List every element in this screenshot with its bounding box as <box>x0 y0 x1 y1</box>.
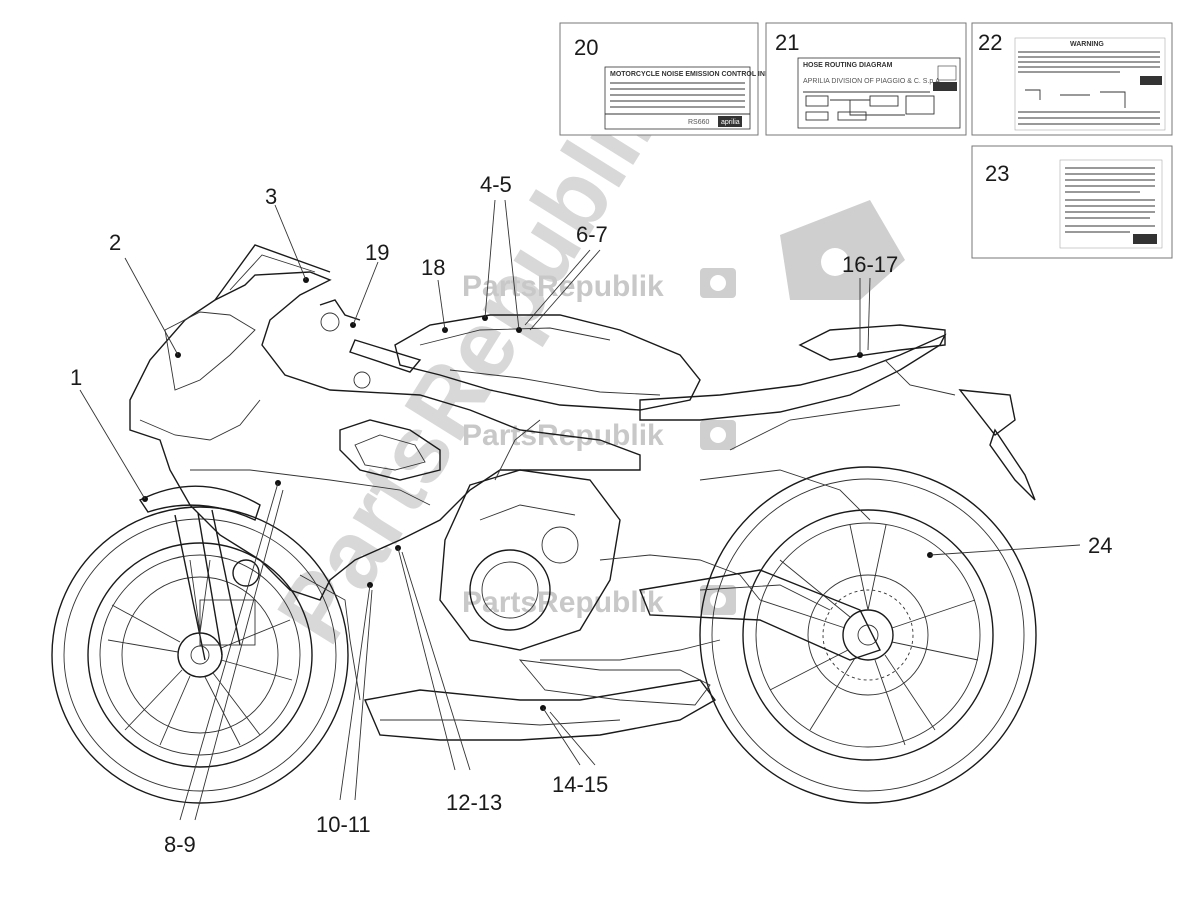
callout-20: 20 <box>574 35 598 60</box>
callout-6-7: 6-7 <box>576 222 608 247</box>
motorcycle-drawing <box>51 244 1037 804</box>
watermark-layer: PartsRepublik PartsRepublik PartsRepubli… <box>257 56 905 661</box>
callout-2: 2 <box>109 230 121 255</box>
hose-diagram-heading: HOSE ROUTING DIAGRAM <box>803 62 893 69</box>
front-wheel <box>51 506 349 804</box>
belly-pan <box>299 574 717 741</box>
hose-diagram-sub: APRILIA DIVISION OF PIAGGIO & C. S.p.A. <box>803 78 942 85</box>
callout-18: 18 <box>421 255 445 280</box>
engine <box>439 419 761 661</box>
callout-3: 3 <box>265 184 277 209</box>
callout-1: 1 <box>70 365 82 390</box>
watermark-top: PartsRepublik <box>462 270 664 303</box>
warning-heading: WARNING <box>1070 41 1104 48</box>
callout-10-11: 10-11 <box>316 812 371 837</box>
callout-22: 22 <box>978 30 1002 55</box>
callout-24: 24 <box>1088 533 1112 558</box>
callout-12-13: 12-13 <box>446 790 502 815</box>
callout-14-15: 14-15 <box>552 772 608 797</box>
callout-4-5: 4-5 <box>480 172 512 197</box>
label-panel-22: 22 WARNING <box>971 22 1173 136</box>
callout-21: 21 <box>775 30 799 55</box>
label-panel-21: 21 HOSE ROUTING DIAGRAM APRILIA DIVISION… <box>765 22 967 136</box>
fuel-tank <box>394 314 701 411</box>
callout-numbers: 1 2 3 4-5 6-7 19 18 16-17 24 8-9 10-11 1… <box>70 172 1112 857</box>
aprilia-logo: aprilia <box>721 119 740 126</box>
seat-tail <box>639 324 1036 501</box>
label-panel-20: 20 MOTORCYCLE NOISE EMISSION CONTROL INF… <box>559 22 807 136</box>
callout-23: 23 <box>985 161 1009 186</box>
callout-16-17: 16-17 <box>842 252 898 277</box>
front-fork <box>138 485 261 661</box>
noise-label-heading: MOTORCYCLE NOISE EMISSION CONTROL INFORM… <box>610 71 807 78</box>
handlebar <box>319 299 422 389</box>
label-panel-23: 23 <box>971 145 1173 259</box>
exhaust <box>518 659 711 706</box>
noise-label-model: RS660 <box>688 119 710 126</box>
callout-8-9: 8-9 <box>164 832 196 857</box>
watermark-low: PartsRepublik <box>462 586 664 619</box>
swingarm <box>639 404 901 661</box>
gear-logo-icon <box>700 200 905 615</box>
callout-19: 19 <box>365 240 389 265</box>
rear-wheel <box>699 466 1037 804</box>
front-fairing <box>129 244 641 601</box>
leader-lines <box>79 199 1081 821</box>
